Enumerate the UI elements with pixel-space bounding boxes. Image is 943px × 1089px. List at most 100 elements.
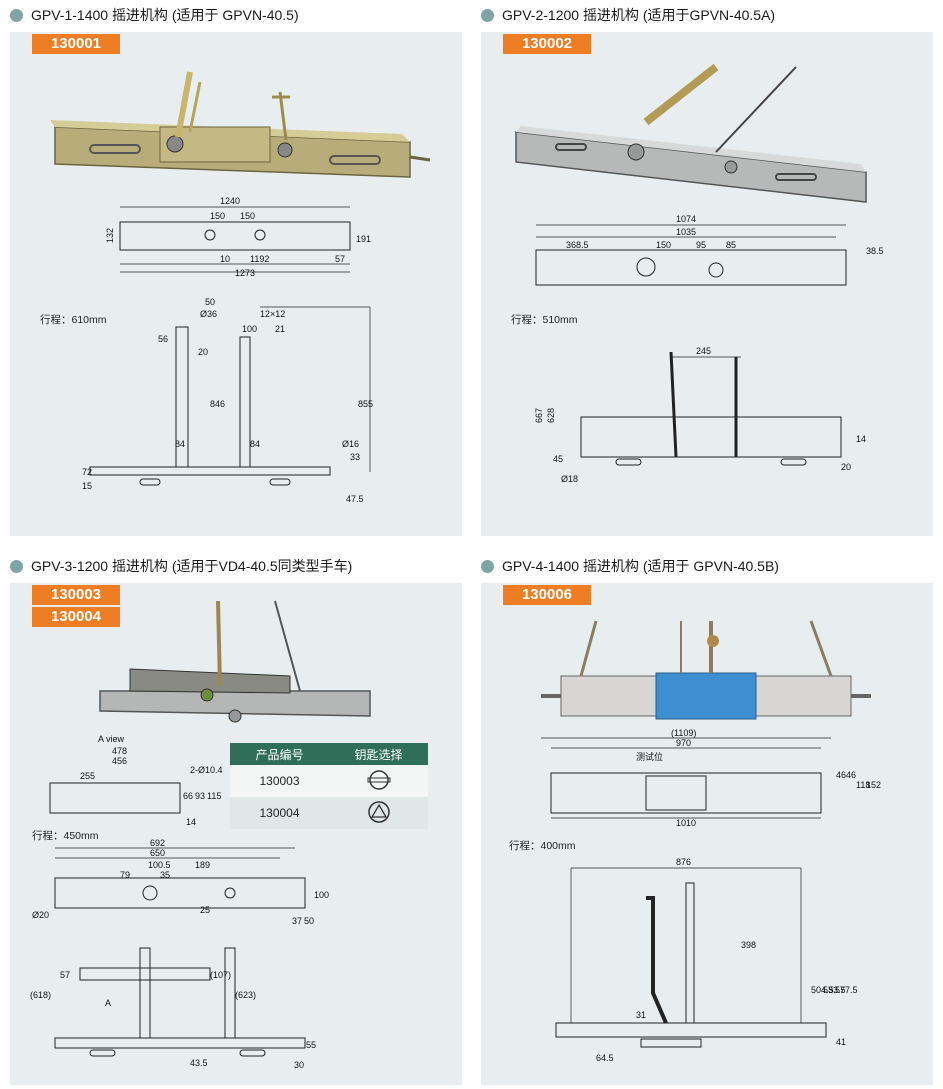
svg-text:14: 14: [186, 817, 196, 827]
product-code-tag: 130001: [32, 34, 120, 54]
product-code-tag: 130004: [32, 607, 120, 627]
product-code-tag: 130003: [32, 585, 120, 605]
svg-text:46: 46: [836, 770, 846, 780]
svg-text:150: 150: [656, 240, 671, 250]
table-cell-code: 130004: [259, 806, 300, 820]
svg-text:93: 93: [195, 791, 205, 801]
panel-gpv-3: GPV-3-1200 摇进机构 (适用于VD4-40.5同类型手车) 13000…: [10, 555, 462, 1085]
panel-gpv-4: GPV-4-1400 摇进机构 (适用于 GPVN-40.5B) 130006 …: [481, 555, 933, 1085]
svg-text:72: 72: [82, 467, 92, 477]
bullet-dot: [481, 559, 494, 573]
stroke-label: 行程：510mm: [511, 314, 578, 326]
product-code-tag: 130002: [503, 34, 591, 54]
svg-text:876: 876: [676, 857, 691, 867]
svg-text:577.5: 577.5: [835, 985, 858, 995]
svg-text:20: 20: [198, 347, 208, 357]
svg-text:970: 970: [676, 738, 691, 748]
svg-text:(1109): (1109): [671, 728, 696, 738]
svg-text:47.5: 47.5: [346, 494, 364, 504]
svg-text:46: 46: [846, 770, 856, 780]
svg-text:Ø16: Ø16: [342, 439, 359, 449]
svg-text:84: 84: [175, 439, 185, 449]
svg-text:33: 33: [350, 452, 360, 462]
key-selection-table: 产品编号 钥匙选择 130003 130004: [230, 743, 428, 829]
panel-box: 130001 1240 150 150 132 191: [10, 32, 462, 536]
svg-text:150: 150: [240, 211, 255, 221]
svg-text:38.5: 38.5: [866, 246, 884, 256]
panel-title-text: GPV-1-1400 摇进机构 (适用于 GPVN-40.5): [31, 7, 299, 23]
side-view-drawing: 57 (107) (623) (618) A 30 55 43.5: [30, 947, 316, 1070]
svg-text:692: 692: [150, 838, 165, 848]
svg-text:55: 55: [306, 1040, 316, 1050]
svg-text:84: 84: [250, 439, 260, 449]
svg-text:35: 35: [160, 870, 170, 880]
svg-text:14: 14: [856, 434, 866, 444]
table-row: 130004: [230, 797, 428, 829]
svg-text:456: 456: [112, 756, 127, 766]
svg-text:650: 650: [150, 848, 165, 858]
svg-text:150: 150: [210, 211, 225, 221]
mechanism-photo: [541, 620, 871, 720]
svg-text:189: 189: [195, 860, 210, 870]
round-key-icon: [329, 765, 428, 797]
svg-text:41: 41: [836, 1037, 846, 1047]
svg-text:1240: 1240: [220, 196, 240, 206]
svg-text:1273: 1273: [235, 268, 255, 278]
panel-box: 130002 1074 1035 368.5 150 95 85 38.5 行程…: [481, 32, 933, 536]
top-view-drawing: (1109) 970 测试位 46 46 118 152 1010: [541, 728, 881, 828]
mechanism-photo: [99, 600, 371, 723]
svg-text:66: 66: [183, 791, 193, 801]
bullet-dot: [10, 8, 23, 22]
panel-title: GPV-4-1400 摇进机构 (适用于 GPVN-40.5B): [481, 555, 779, 577]
svg-text:100: 100: [314, 890, 329, 900]
svg-text:30: 30: [294, 1060, 304, 1070]
svg-text:118: 118: [856, 780, 870, 790]
svg-text:12×12: 12×12: [260, 309, 285, 319]
mechanism-photo: [50, 71, 431, 178]
svg-text:504.5: 504.5: [811, 985, 834, 995]
svg-text:15: 15: [82, 481, 92, 491]
top-view-drawing: 1074 1035 368.5 150 95 85 38.5: [535, 214, 884, 286]
panel-title-text: GPV-2-1200 摇进机构 (适用于GPVN-40.5A): [502, 7, 776, 23]
svg-text:79: 79: [120, 870, 130, 880]
svg-text:85: 85: [726, 240, 736, 250]
svg-text:20: 20: [841, 462, 851, 472]
svg-text:398: 398: [741, 940, 756, 950]
svg-text:152: 152: [866, 780, 881, 790]
stroke-label: 行程：450mm: [32, 830, 99, 842]
panel-box: 130003 130004 A view 478 456 255 2-Ø10.4…: [10, 583, 462, 1085]
svg-text:Ø20: Ø20: [32, 910, 49, 920]
svg-text:1074: 1074: [676, 214, 696, 224]
svg-text:21: 21: [275, 324, 285, 334]
svg-text:368.5: 368.5: [566, 240, 589, 250]
svg-text:1010: 1010: [676, 818, 696, 828]
svg-text:478: 478: [112, 746, 127, 756]
svg-text:57: 57: [335, 254, 345, 264]
svg-text:43.5: 43.5: [190, 1058, 208, 1068]
svg-text:50: 50: [304, 916, 314, 926]
top-view-drawing: 1240 150 150 132 191 10 1192 57 1273: [105, 196, 371, 278]
svg-text:(623): (623): [235, 990, 256, 1000]
svg-text:Ø36: Ø36: [200, 309, 217, 319]
svg-text:64.5: 64.5: [596, 1053, 614, 1063]
side-view-drawing: 50 Ø36 12×12 100 21 56 20 846 855 84 84 …: [82, 297, 373, 504]
svg-text:(107): (107): [210, 970, 231, 980]
svg-text:45: 45: [553, 454, 563, 464]
table-row: 130003: [230, 765, 428, 797]
svg-text:245: 245: [696, 346, 711, 356]
stroke-label: 行程：400mm: [509, 840, 576, 852]
panel-title: GPV-2-1200 摇进机构 (适用于GPVN-40.5A): [481, 4, 775, 26]
panel-gpv-1: GPV-1-1400 摇进机构 (适用于 GPVN-40.5) 130001 1…: [10, 4, 462, 536]
stroke-label: 行程：610mm: [40, 314, 107, 326]
svg-text:2-Ø10.4: 2-Ø10.4: [190, 765, 223, 775]
svg-text:10: 10: [220, 254, 230, 264]
table-cell-code: 130003: [259, 774, 300, 788]
panel-title-text: GPV-3-1200 摇进机构 (适用于VD4-40.5同类型手车): [31, 558, 353, 574]
svg-text:855: 855: [358, 399, 373, 409]
bullet-dot: [10, 559, 23, 573]
svg-text:A: A: [105, 998, 111, 1008]
panel-box: 130006 (1109) 970 测试位 46 46 118 152 1010: [481, 583, 933, 1085]
triangle-key-icon: [329, 797, 428, 829]
svg-text:533.5: 533.5: [823, 985, 846, 995]
svg-text:100: 100: [242, 324, 257, 334]
